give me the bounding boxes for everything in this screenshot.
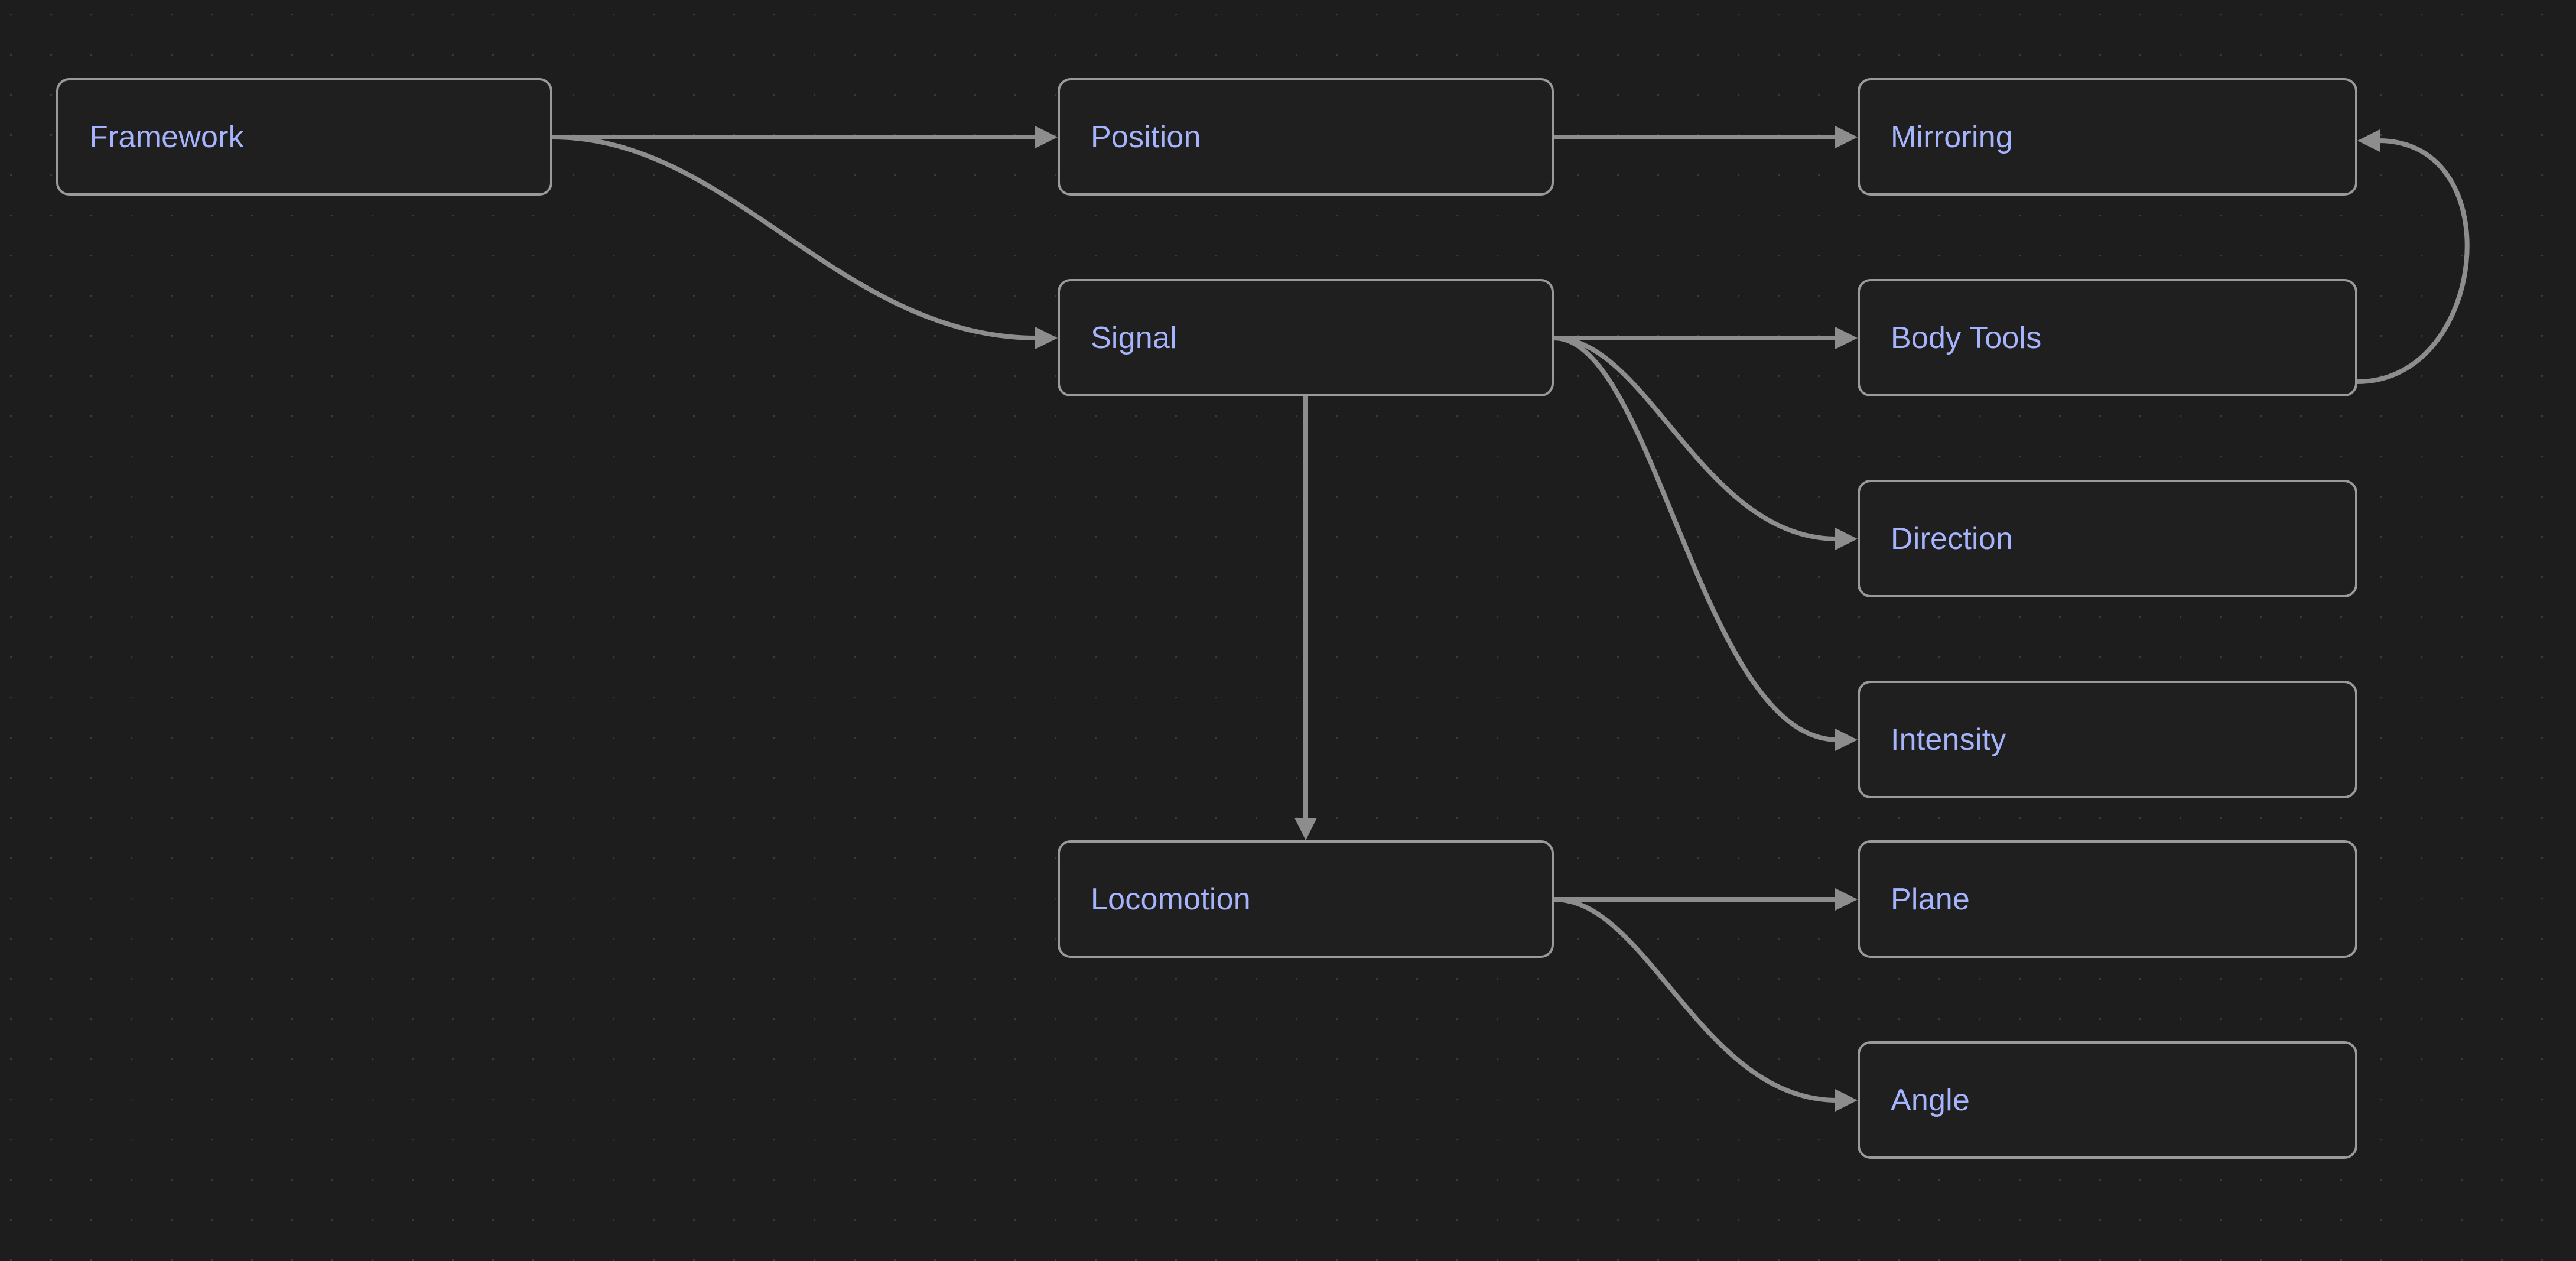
node-label-angle: Angle bbox=[1891, 1083, 1970, 1117]
node-signal[interactable]: Signal bbox=[1058, 279, 1554, 396]
node-intensity[interactable]: Intensity bbox=[1858, 681, 2357, 798]
node-locomotion[interactable]: Locomotion bbox=[1058, 840, 1554, 958]
edge-signal-to-intensity bbox=[1553, 336, 1858, 751]
edge-position-to-mirroring bbox=[1554, 126, 1858, 148]
node-angle[interactable]: Angle bbox=[1858, 1041, 2357, 1159]
node-mirroring[interactable]: Mirroring bbox=[1858, 78, 2357, 196]
node-label-plane: Plane bbox=[1891, 882, 1970, 916]
edge-locomotion-to-plane bbox=[1554, 888, 1858, 911]
node-label-mirroring: Mirroring bbox=[1891, 119, 2013, 154]
node-label-framework: Framework bbox=[89, 119, 244, 154]
edge-framework-to-signal bbox=[552, 135, 1058, 349]
edge-bodytools-to-mirroring bbox=[2357, 129, 2470, 384]
edge-signal-to-locomotion bbox=[1294, 396, 1317, 840]
node-label-signal: Signal bbox=[1091, 320, 1177, 355]
node-direction[interactable]: Direction bbox=[1858, 480, 2357, 597]
edge-signal-to-direction bbox=[1553, 336, 1858, 550]
node-plane[interactable]: Plane bbox=[1858, 840, 2357, 958]
node-label-body-tools: Body Tools bbox=[1891, 320, 2042, 355]
node-label-intensity: Intensity bbox=[1891, 722, 2006, 757]
node-label-position: Position bbox=[1091, 119, 1201, 154]
edge-locomotion-to-angle bbox=[1553, 897, 1858, 1112]
node-label-locomotion: Locomotion bbox=[1091, 882, 1251, 916]
node-body-tools[interactable]: Body Tools bbox=[1858, 279, 2357, 396]
node-label-direction: Direction bbox=[1891, 521, 2013, 556]
edge-signal-to-bodytools bbox=[1554, 327, 1858, 349]
edge-framework-to-position bbox=[552, 126, 1058, 148]
node-position[interactable]: Position bbox=[1058, 78, 1554, 196]
node-framework[interactable]: Framework bbox=[56, 78, 552, 196]
